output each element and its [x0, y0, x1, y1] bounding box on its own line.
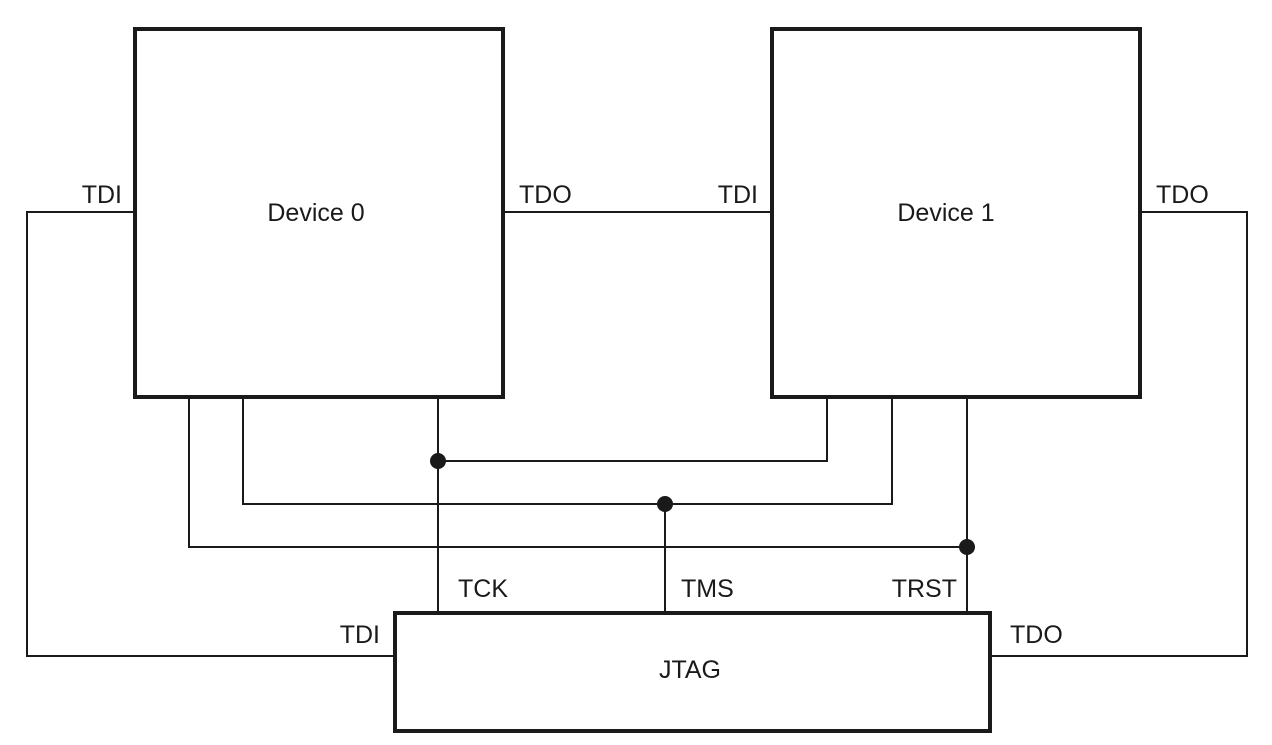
- device1-tdo-label: TDO: [1156, 181, 1209, 209]
- jtag-tms-label: TMS: [681, 575, 734, 603]
- jtag-tck-label: TCK: [458, 575, 508, 603]
- wire-tms-device0-to-device1: [242, 397, 893, 505]
- junction-dot-tck: [430, 453, 446, 469]
- jtag-tdo-label: TDO: [1010, 621, 1063, 649]
- device1-tdi-label: TDI: [718, 181, 758, 209]
- jtag-tdi-label: TDI: [340, 621, 380, 649]
- device1-box: [770, 27, 1142, 399]
- junction-dot-tms: [657, 496, 673, 512]
- device0-tdo-label: TDO: [519, 181, 572, 209]
- device0-title: Device 0: [267, 199, 364, 227]
- jtag-box: [393, 611, 992, 733]
- device0-tdi-label: TDI: [82, 181, 122, 209]
- wire-tck-to-device1: [438, 397, 828, 462]
- wire-jtag-tdi-to-device0-tdi: [26, 211, 395, 657]
- wire-device1-tdo-to-jtag-tdo: [990, 211, 1248, 657]
- jtag-trst-label: TRST: [892, 575, 957, 603]
- device1-title: Device 1: [897, 199, 994, 227]
- wire-trst-device0: [188, 397, 967, 548]
- jtag-title: JTAG: [659, 656, 721, 684]
- device0-box: [133, 27, 505, 399]
- junction-dot-trst: [959, 539, 975, 555]
